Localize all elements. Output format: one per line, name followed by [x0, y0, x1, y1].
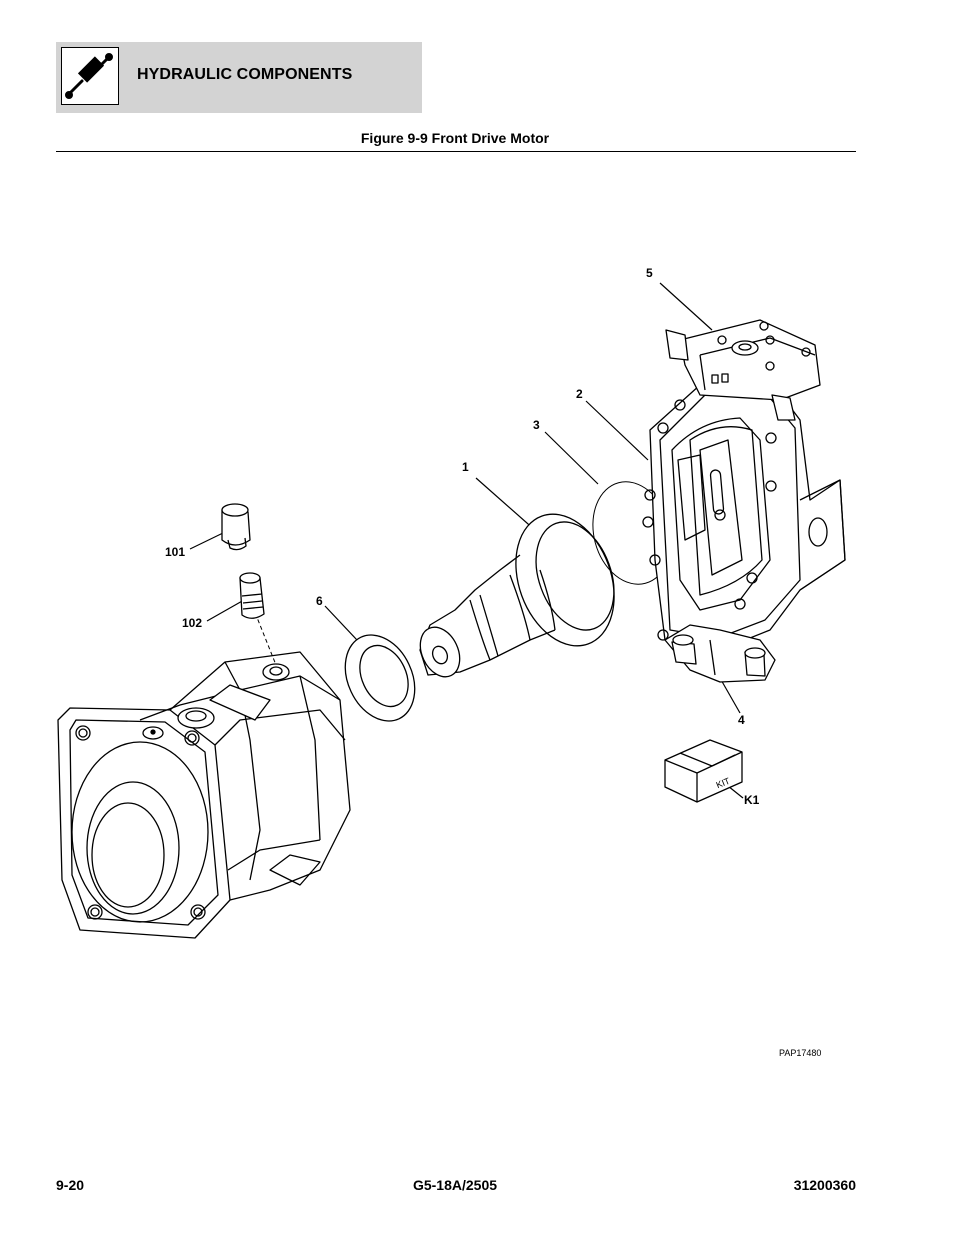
callout-4: 4 — [738, 713, 745, 727]
page-number: 9-20 — [56, 1177, 85, 1193]
callout-1: 1 — [462, 460, 469, 474]
callout-3: 3 — [533, 418, 540, 432]
part-4-fittings — [664, 624, 776, 683]
callout-2: 2 — [576, 387, 583, 401]
header-rule — [56, 151, 856, 152]
hydraulic-cylinder-icon — [61, 47, 119, 105]
section-title: HYDRAULIC COMPONENTS — [137, 66, 353, 83]
callout-k1: K1 — [744, 793, 760, 807]
part-102-plug — [239, 572, 265, 619]
part-1-shaft — [419, 513, 615, 678]
figure-id: PAP17480 — [779, 1048, 822, 1058]
callout-101: 101 — [165, 545, 186, 559]
model-number: G5-18A/2505 — [412, 1177, 498, 1193]
kit-box — [664, 739, 743, 803]
figure-title: Figure 9-9 Front Drive Motor — [360, 130, 550, 146]
part-101-cap — [221, 503, 251, 551]
callout-5: 5 — [646, 266, 653, 280]
callout-102: 102 — [182, 616, 203, 630]
part-5-valve-block — [665, 319, 821, 421]
document-number: 31200360 — [793, 1177, 856, 1193]
part-2-brake-assembly — [642, 379, 846, 651]
part-6-seal — [344, 634, 416, 722]
callout-6: 6 — [316, 594, 323, 608]
leader-lines — [189, 282, 744, 799]
motor-housing — [57, 651, 351, 939]
